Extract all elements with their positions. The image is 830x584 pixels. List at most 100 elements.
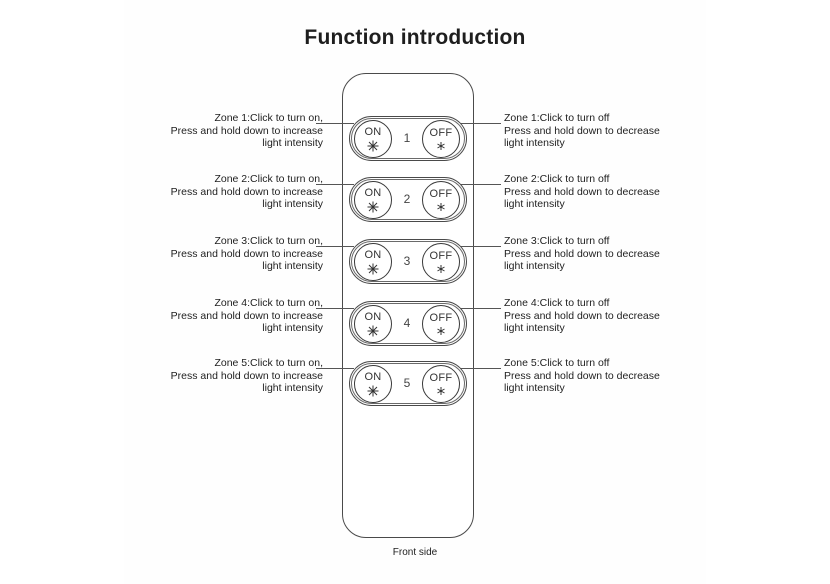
leader-line-left — [316, 184, 354, 185]
zone-button-frame — [349, 361, 467, 406]
off-label: OFF — [429, 371, 453, 384]
description-line: Zone 3:Click to turn off — [504, 235, 610, 247]
description-line: light intensity — [262, 198, 323, 210]
description-line: Zone 5:Click to turn on, — [214, 357, 323, 369]
zone-4-on-button[interactable]: ON — [354, 305, 392, 343]
off-label: OFF — [429, 249, 453, 262]
zone-row-4: Zone 4:Click to turn on, Press and hold … — [0, 297, 830, 347]
page-title: Function introduction — [304, 26, 526, 49]
zone-button-frame-inner — [351, 179, 465, 220]
zone-number: 2 — [403, 192, 411, 206]
on-label: ON — [364, 248, 382, 261]
description-line: Zone 3:Click to turn on, — [214, 235, 323, 247]
leader-line-right — [460, 246, 501, 247]
small-asterisk-icon — [437, 264, 445, 273]
leader-line-left — [316, 123, 354, 124]
description-line: Zone 4:Click to turn on, — [214, 297, 323, 309]
description-line: light intensity — [504, 382, 565, 394]
description-line: Zone 2:Click to turn on, — [214, 173, 323, 185]
zone-button-frame — [349, 116, 467, 161]
leader-line-right — [460, 368, 501, 369]
zone-on-description: Zone 1:Click to turn on, Press and hold … — [123, 112, 323, 150]
sparkle-asterisk-icon — [367, 201, 379, 212]
leader-line-right — [460, 184, 501, 185]
on-label: ON — [364, 370, 382, 383]
leader-line-right — [460, 123, 501, 124]
description-line: light intensity — [504, 198, 565, 210]
zone-2-on-button[interactable]: ON — [354, 181, 392, 219]
zone-button-frame-inner — [351, 363, 465, 404]
zone-3-off-button[interactable]: OFF — [422, 243, 460, 281]
description-line: light intensity — [262, 137, 323, 149]
zone-button-frame-inner — [351, 118, 465, 159]
on-label: ON — [364, 125, 382, 138]
description-line: Press and hold down to decrease — [504, 309, 660, 322]
leader-line-left — [316, 308, 354, 309]
zone-5-on-button[interactable]: ON — [354, 365, 392, 403]
description-line: Press and hold down to increase — [170, 185, 323, 198]
description-line: Zone 4:Click to turn off — [504, 297, 610, 309]
description-line: Press and hold down to increase — [170, 369, 323, 382]
zone-on-description: Zone 2:Click to turn on, Press and hold … — [123, 173, 323, 211]
zone-4-off-button[interactable]: OFF — [422, 305, 460, 343]
zone-number: 1 — [403, 131, 411, 145]
zone-on-description: Zone 4:Click to turn on, Press and hold … — [123, 297, 323, 335]
zone-on-description: Zone 5:Click to turn on, Press and hold … — [123, 357, 323, 395]
zone-row-2: Zone 2:Click to turn on, Press and hold … — [0, 173, 830, 223]
description-line: Press and hold down to decrease — [504, 247, 660, 260]
description-line: light intensity — [504, 260, 565, 272]
leader-line-right — [460, 308, 501, 309]
zone-number: 3 — [403, 254, 411, 268]
sparkle-asterisk-icon — [367, 140, 379, 151]
on-label: ON — [364, 310, 382, 323]
zone-3-on-button[interactable]: ON — [354, 243, 392, 281]
zone-off-description: Zone 3:Click to turn off Press and hold … — [504, 235, 704, 273]
description-line: Zone 5:Click to turn off — [504, 357, 610, 369]
small-asterisk-icon — [437, 202, 445, 211]
zone-5-off-button[interactable]: OFF — [422, 365, 460, 403]
zone-off-description: Zone 5:Click to turn off Press and hold … — [504, 357, 704, 395]
sparkle-asterisk-icon — [367, 325, 379, 336]
off-label: OFF — [429, 126, 453, 139]
description-line: light intensity — [504, 137, 565, 149]
zone-button-frame — [349, 177, 467, 222]
zone-button-frame — [349, 301, 467, 346]
zone-off-description: Zone 4:Click to turn off Press and hold … — [504, 297, 704, 335]
description-line: light intensity — [262, 382, 323, 394]
off-label: OFF — [429, 311, 453, 324]
description-line: Press and hold down to decrease — [504, 185, 660, 198]
description-line: Press and hold down to increase — [170, 247, 323, 260]
description-line: Press and hold down to decrease — [504, 124, 660, 137]
small-asterisk-icon — [437, 386, 445, 395]
description-line: Zone 1:Click to turn on, — [214, 112, 323, 124]
zone-1-on-button[interactable]: ON — [354, 120, 392, 158]
zone-row-5: Zone 5:Click to turn on, Press and hold … — [0, 357, 830, 407]
leader-line-left — [316, 368, 354, 369]
zone-number: 4 — [403, 316, 411, 330]
off-label: OFF — [429, 187, 453, 200]
on-label: ON — [364, 186, 382, 199]
zone-on-description: Zone 3:Click to turn on, Press and hold … — [123, 235, 323, 273]
small-asterisk-icon — [437, 326, 445, 335]
description-line: light intensity — [262, 322, 323, 334]
description-line: Press and hold down to increase — [170, 309, 323, 322]
description-line: light intensity — [504, 322, 565, 334]
description-line: Press and hold down to increase — [170, 124, 323, 137]
front-side-caption: Front side — [392, 547, 438, 558]
zone-button-frame-inner — [351, 241, 465, 282]
leader-line-left — [316, 246, 354, 247]
zone-1-off-button[interactable]: OFF — [422, 120, 460, 158]
zone-row-1: Zone 1:Click to turn on, Press and hold … — [0, 112, 830, 162]
zone-number: 5 — [403, 376, 411, 390]
description-line: light intensity — [262, 260, 323, 272]
sparkle-asterisk-icon — [367, 385, 379, 396]
zone-button-frame — [349, 239, 467, 284]
zone-2-off-button[interactable]: OFF — [422, 181, 460, 219]
zone-button-frame-inner — [351, 303, 465, 344]
zone-row-3: Zone 3:Click to turn on, Press and hold … — [0, 235, 830, 285]
description-line: Press and hold down to decrease — [504, 369, 660, 382]
zone-off-description: Zone 1:Click to turn off Press and hold … — [504, 112, 704, 150]
zone-off-description: Zone 2:Click to turn off Press and hold … — [504, 173, 704, 211]
sparkle-asterisk-icon — [367, 263, 379, 274]
